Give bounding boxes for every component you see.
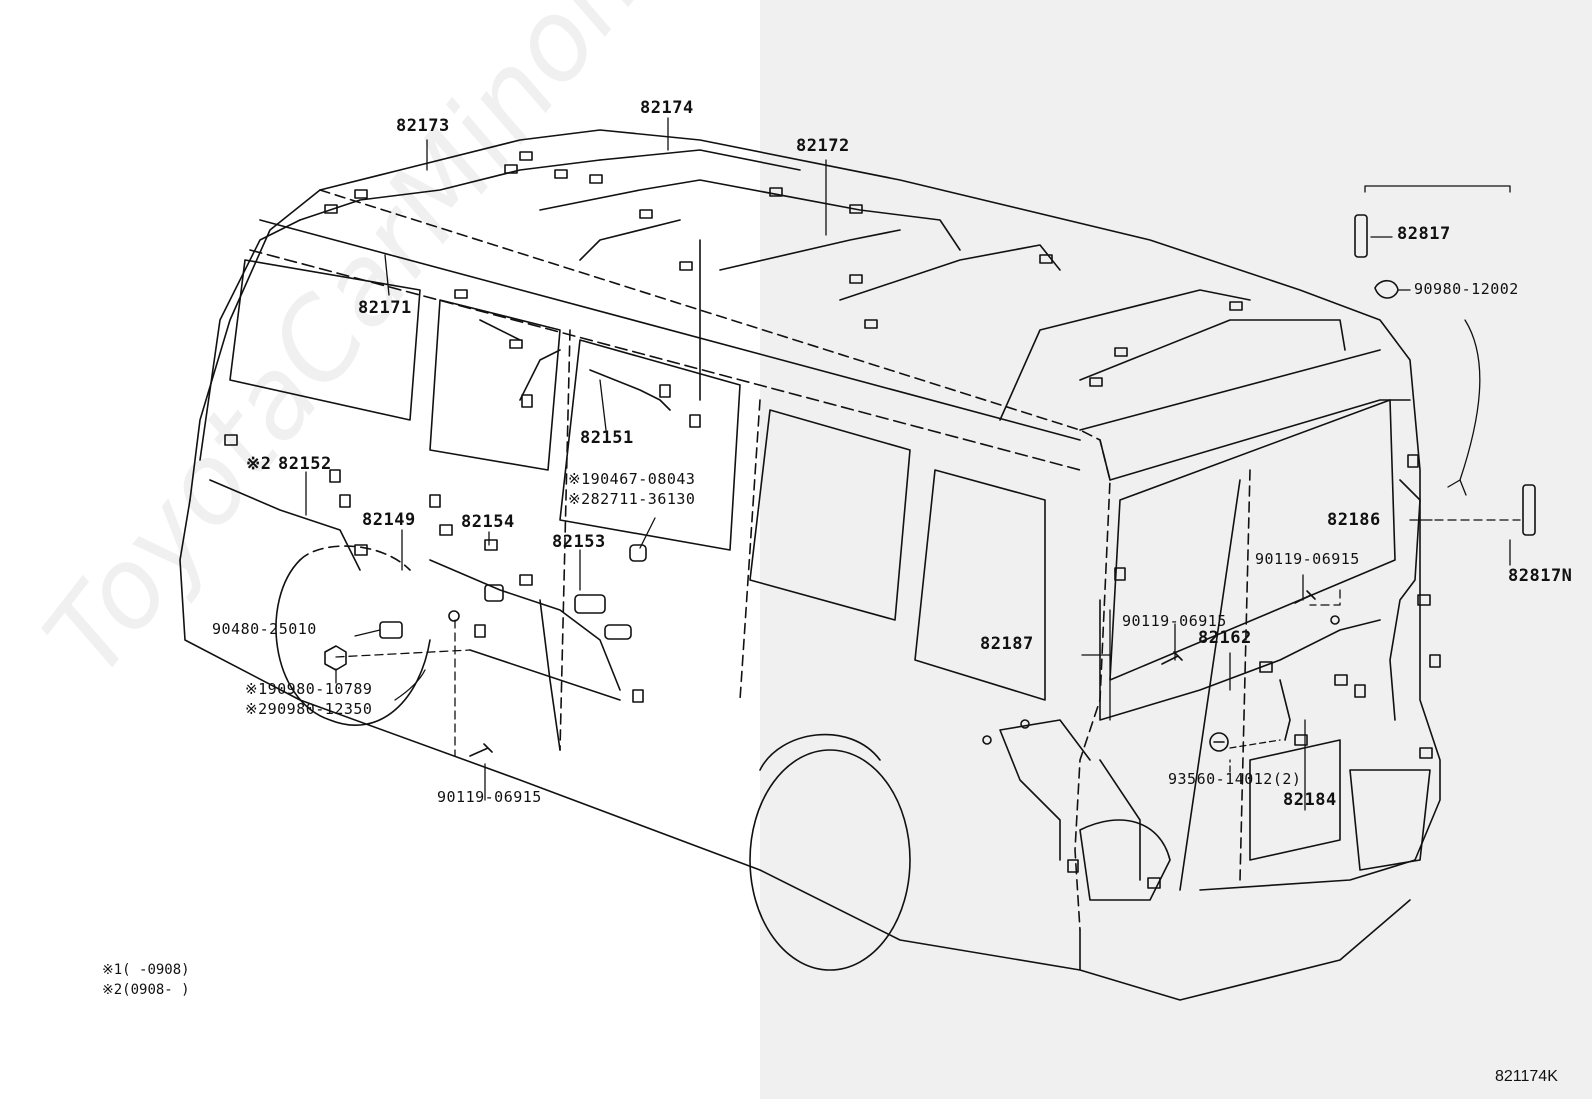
part-label-90119-06915-right: 90119-06915 xyxy=(1255,550,1360,568)
part-label-90480-25010: 90480-25010 xyxy=(212,620,317,638)
part-label-82711-36130: ※282711-36130 xyxy=(568,490,696,508)
footnote-2: ※2(0908- ) xyxy=(102,982,190,998)
part-label-82817N: 82817N xyxy=(1508,566,1573,586)
part-label-90119-06915-bottom: 90119-06915 xyxy=(437,788,542,806)
part-label-90980-10789: ※190980-10789 xyxy=(245,680,373,698)
part-label-82186: 82186 xyxy=(1327,510,1381,530)
part-label-82162: 82162 xyxy=(1198,628,1252,648)
part-label-90119-06915-mid: 90119-06915 xyxy=(1122,612,1227,630)
figure-code: 821174K xyxy=(1495,1068,1558,1085)
connectors xyxy=(224,151,1441,889)
part-label-82172: 82172 xyxy=(796,136,850,156)
van-body-outline xyxy=(179,129,1441,1001)
part-label-82153: 82153 xyxy=(552,532,606,552)
part-label-82154: 82154 xyxy=(461,512,515,532)
part-label-82152-mark: ※2 xyxy=(246,454,272,474)
part-label-90467-08043: ※190467-08043 xyxy=(568,470,696,488)
part-label-90980-12350: ※290980-12350 xyxy=(245,700,373,718)
leader-lines xyxy=(305,117,1521,811)
part-label-82149: 82149 xyxy=(362,510,416,530)
part-label-82151: 82151 xyxy=(580,428,634,448)
part-label-93560-14012: 93560-14012(2) xyxy=(1168,770,1302,788)
background-left xyxy=(0,0,760,1099)
part-label-82184: 82184 xyxy=(1283,790,1337,810)
part-label-82171: 82171 xyxy=(358,298,412,318)
part-label-82817: 82817 xyxy=(1397,224,1451,244)
part-label-90980-12002: 90980-12002 xyxy=(1414,280,1519,298)
part-label-82173: 82173 xyxy=(396,116,450,136)
part-label-82152: 82152 xyxy=(278,454,332,474)
grommets-and-clips xyxy=(324,214,1536,757)
footnote-1: ※1( -0908) xyxy=(102,962,190,978)
part-label-82174: 82174 xyxy=(640,98,694,118)
part-label-82187: 82187 xyxy=(980,634,1034,654)
